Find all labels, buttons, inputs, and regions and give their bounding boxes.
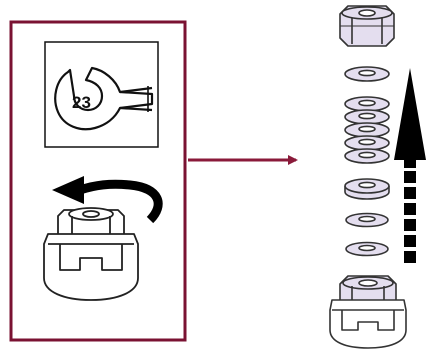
nut-on-fitting-icon [43, 207, 139, 301]
washer [344, 135, 390, 151]
washer [344, 148, 390, 164]
bottom-fitting-icon [329, 275, 407, 349]
spacer-ring [344, 178, 390, 200]
wrench-size-box: 23 [44, 41, 159, 148]
washer [344, 66, 390, 82]
washer [345, 212, 389, 228]
washer-stack [344, 66, 390, 257]
washer [344, 122, 390, 138]
instruction-frame [9, 20, 187, 342]
washer [345, 241, 389, 257]
washer [344, 96, 390, 112]
open-end-wrench-icon [54, 66, 154, 131]
wrench-size-label: 23 [72, 93, 91, 112]
loosen-rotation-arrow-icon [52, 176, 163, 224]
upward-removal-arrow-icon [394, 68, 426, 263]
top-nut-icon [339, 5, 395, 47]
washer [344, 109, 390, 125]
